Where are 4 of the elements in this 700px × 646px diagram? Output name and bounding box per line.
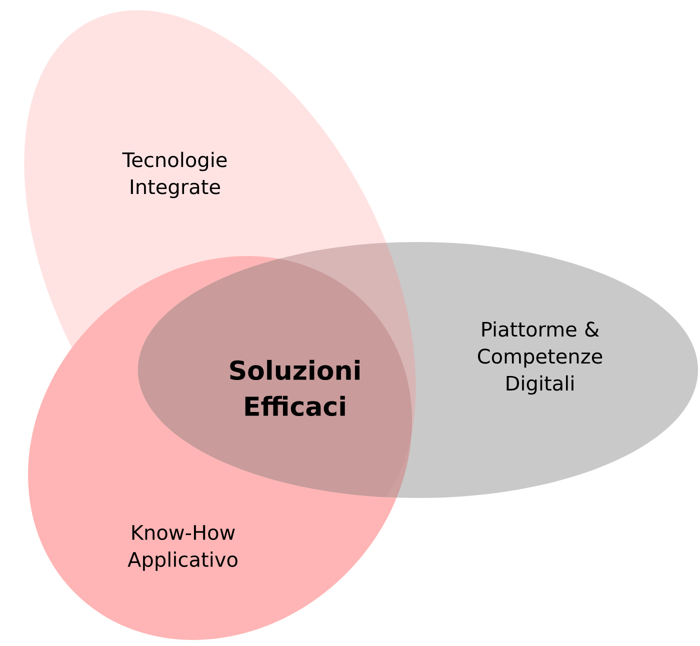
node-label: Tecnologie Integrate [122,152,227,198]
node-label: Know-How Applicativo [128,525,238,571]
node-label: Piattorme & Competenze Digitali [478,321,602,395]
center-label: Soluzioni Efficaci [230,360,360,416]
